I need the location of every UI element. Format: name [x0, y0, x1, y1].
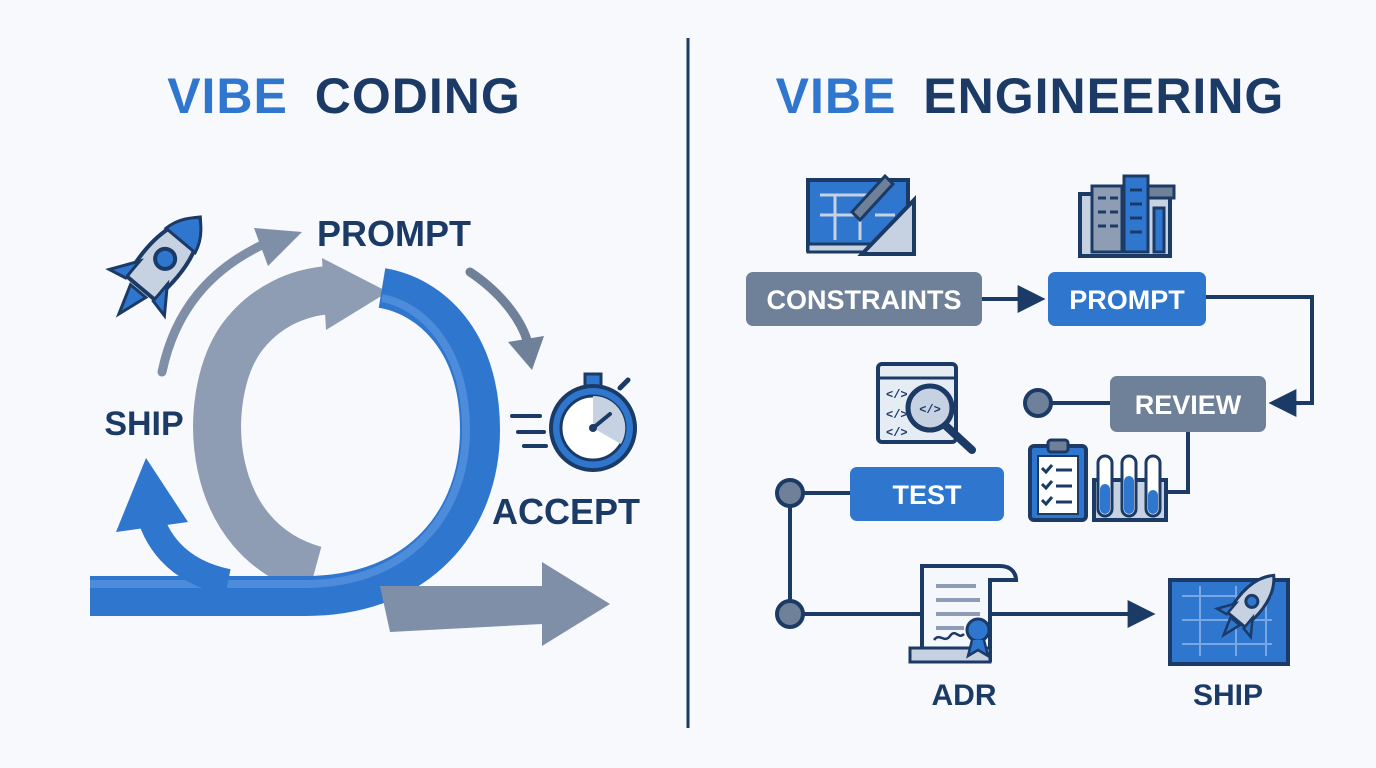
left-accept-label: ACCEPT [492, 491, 640, 532]
step-adr-label: ADR [932, 679, 997, 712]
vibe-engineering-flow: CONSTRAINTS PROMPT REVIEW TEST [746, 173, 1314, 712]
step-prompt-label: PROMPT [1069, 285, 1185, 315]
right-title-main: ENGINEERING [923, 68, 1284, 124]
right-title: VIBE ENGINEERING [776, 68, 1285, 124]
connector-node-test [775, 478, 805, 508]
left-prompt-label: PROMPT [317, 213, 471, 254]
prompt-to-accept-arrowhead [508, 336, 544, 370]
svg-text:</>: </> [919, 403, 941, 417]
step-test-label: TEST [892, 480, 962, 510]
code-search-icon: </> </> </> </> [876, 362, 976, 454]
left-title: VIBE CODING [167, 68, 521, 124]
clipboard-checklist-icon [1028, 438, 1088, 522]
connector-review-test [1168, 432, 1190, 494]
connector-node-review [1023, 388, 1053, 418]
step-ship-label: SHIP [1193, 679, 1263, 712]
prompt-to-accept-arrow [465, 267, 532, 345]
step-review-label: REVIEW [1135, 390, 1242, 420]
connector-prompt-review [1206, 295, 1314, 417]
test-tubes-icon [1092, 454, 1168, 522]
forward-gray-arrow [380, 562, 610, 646]
rocket-icon [105, 215, 203, 320]
certificate-icon [908, 564, 1019, 664]
ship-up-arrowhead [116, 458, 188, 532]
svg-text:</>: </> [886, 388, 908, 402]
step-constraints: CONSTRAINTS [746, 272, 982, 326]
left-title-accent: VIBE [167, 68, 288, 124]
stopwatch-icon [510, 372, 637, 472]
left-title-main: CODING [315, 68, 521, 124]
blue-loop-highlight [90, 294, 471, 588]
svg-text:</>: </> [886, 426, 908, 440]
building-tools-icon [1078, 174, 1176, 258]
ship-to-prompt-arrowhead [254, 228, 302, 266]
step-prompt: PROMPT [1048, 272, 1206, 326]
right-title-accent: VIBE [776, 68, 897, 124]
vibe-coding-loop: PROMPT SHIP ACCEPT [90, 213, 640, 646]
step-review: REVIEW [1110, 376, 1266, 432]
blueprint-icon [806, 173, 916, 256]
svg-text:</>: </> [886, 408, 908, 422]
gray-loop-arrowhead [322, 258, 388, 330]
step-constraints-label: CONSTRAINTS [767, 285, 962, 315]
gray-loop-ribbon [193, 266, 333, 594]
connector-node-adr [775, 599, 805, 629]
blue-loop-ribbon [90, 268, 501, 616]
left-ship-label: SHIP [104, 405, 183, 443]
step-test: TEST [850, 467, 1004, 521]
blueprint-rocket-icon [1168, 573, 1290, 666]
ship-to-prompt-arrow [157, 240, 267, 377]
